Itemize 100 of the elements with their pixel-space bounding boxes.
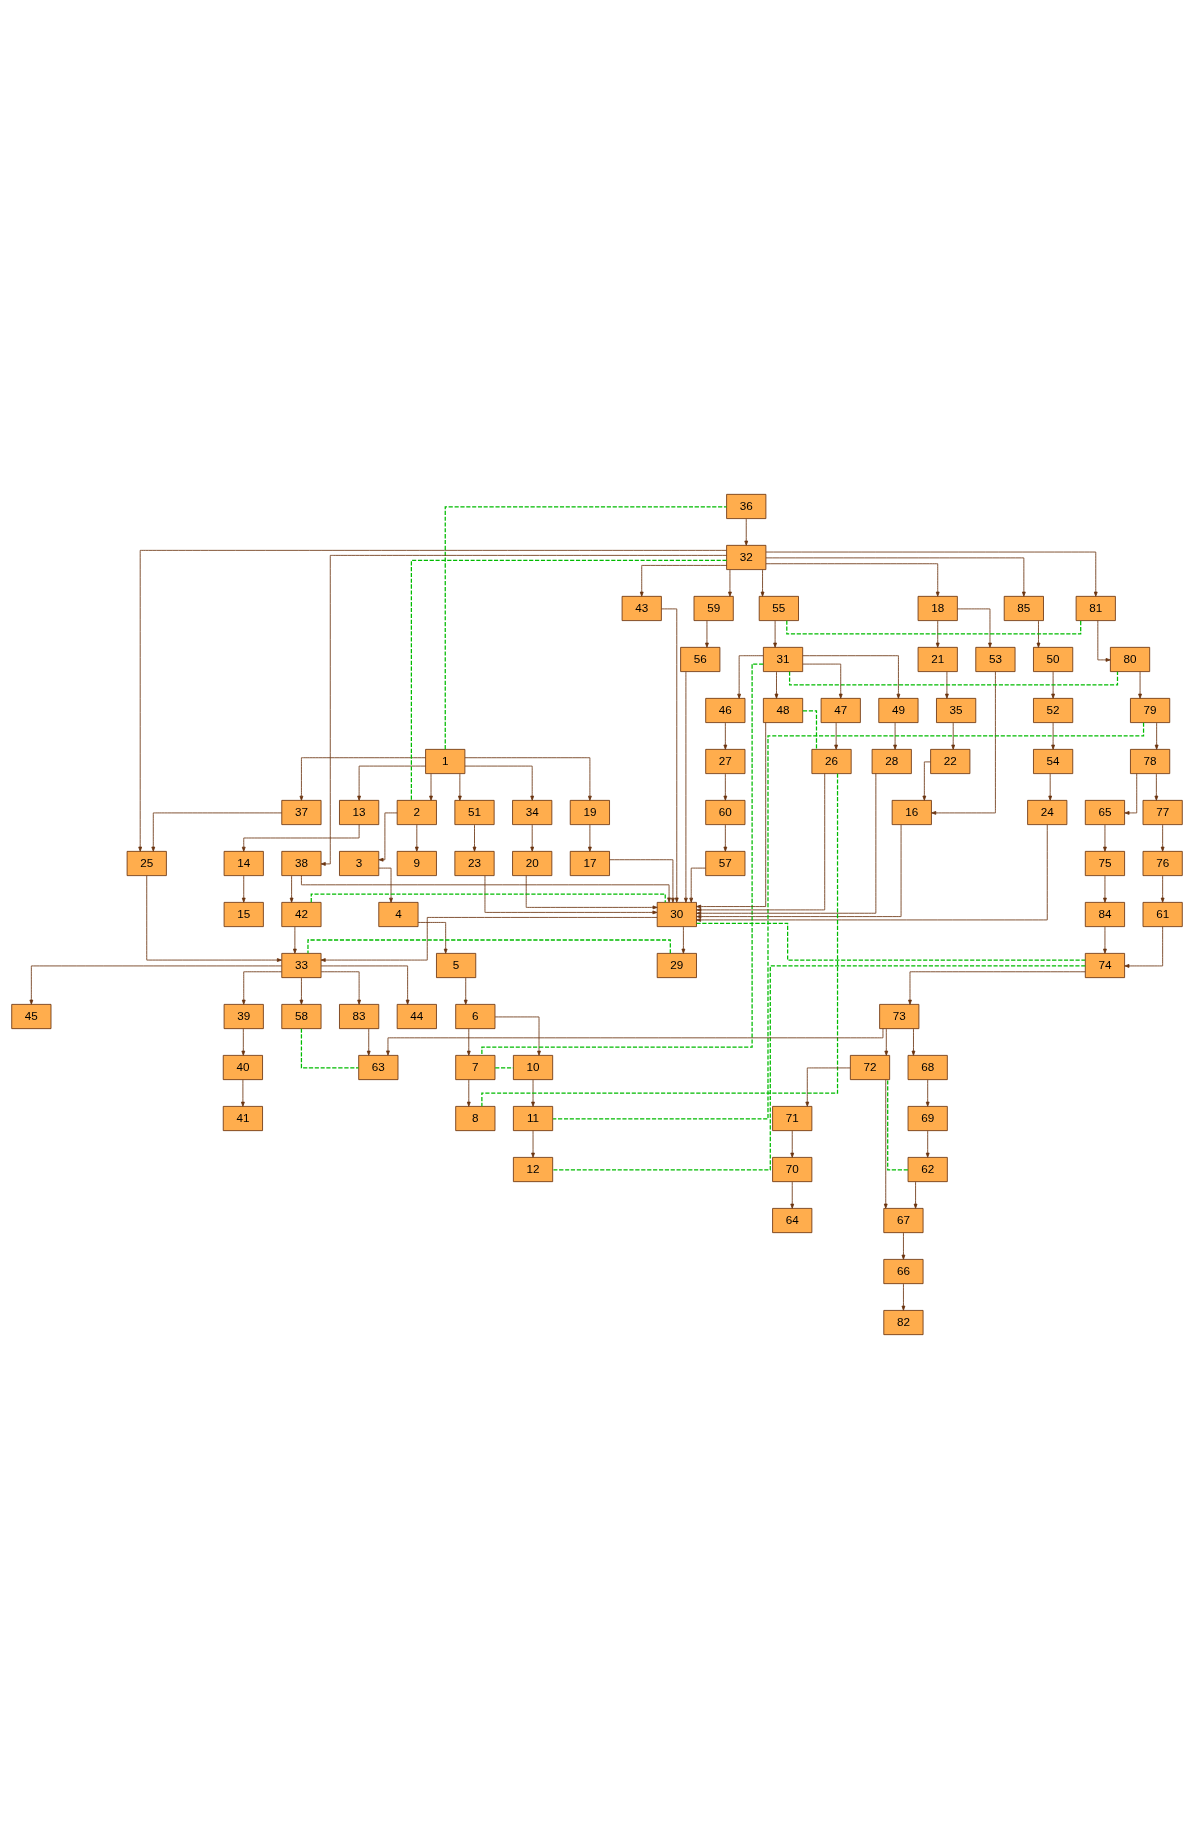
node-box: 60 — [705, 799, 746, 826]
arrow — [773, 620, 777, 648]
arrow — [696, 773, 826, 912]
arrow — [494, 1016, 541, 1056]
arrow — [530, 824, 535, 852]
arrow — [893, 722, 897, 750]
node-box: 5 — [436, 952, 477, 979]
arrow — [464, 765, 535, 801]
arrow — [884, 1028, 889, 1056]
node-box: 11 — [512, 1105, 554, 1132]
arrow — [802, 655, 901, 699]
node-box: 32 — [726, 544, 767, 570]
arrow — [241, 824, 360, 852]
node-box: 50 — [1033, 646, 1074, 672]
arrow — [684, 671, 688, 903]
node-box: 70 — [772, 1157, 813, 1183]
node-box: 24 — [1027, 799, 1068, 826]
connector — [494, 1067, 514, 1069]
node-box: 30 — [656, 901, 697, 928]
node-box: 37 — [281, 799, 322, 826]
arrow — [1048, 773, 1053, 801]
arrow — [728, 569, 732, 597]
arrow — [689, 867, 706, 903]
arrow — [696, 722, 767, 909]
node-box: 66 — [883, 1259, 924, 1285]
arrow — [765, 551, 1098, 597]
arrow — [299, 977, 304, 1005]
arrow — [922, 761, 931, 801]
arrow — [29, 965, 282, 1005]
arrow — [320, 965, 410, 1005]
node-box: 75 — [1084, 850, 1125, 877]
arrow — [429, 773, 433, 801]
node-box: 56 — [680, 646, 721, 672]
node-box: 83 — [339, 1003, 380, 1030]
arrow — [609, 859, 675, 903]
arrow — [945, 671, 949, 699]
arrow — [765, 557, 1026, 597]
arrow — [1036, 620, 1041, 648]
connector — [307, 939, 671, 954]
arrow — [320, 554, 727, 866]
arrow — [241, 1028, 246, 1056]
node-box: 40 — [222, 1054, 263, 1081]
arrow — [414, 824, 419, 852]
connector — [786, 620, 1082, 635]
arrow — [931, 671, 996, 815]
arrow — [957, 608, 992, 648]
arrow — [320, 971, 361, 1005]
connector — [481, 663, 764, 1056]
node-box: 15 — [223, 901, 264, 928]
node-box: 73 — [879, 1003, 920, 1030]
arrow — [293, 926, 297, 954]
arrow — [1154, 722, 1159, 750]
arrow — [901, 1283, 906, 1311]
node-box: 78 — [1130, 748, 1171, 775]
arrow — [1051, 671, 1055, 699]
node-box: 31 — [762, 646, 804, 672]
arrow — [737, 655, 764, 699]
node-box: 22 — [930, 748, 971, 775]
node-box: 54 — [1033, 748, 1074, 775]
arrow — [760, 569, 765, 597]
node-box: 34 — [512, 799, 553, 826]
node-box: 7 — [455, 1054, 496, 1081]
node-box: 1 — [425, 748, 466, 775]
node-box: 69 — [907, 1105, 948, 1132]
arrow — [723, 824, 728, 852]
node-box: 3 — [339, 850, 380, 877]
node-box: 6 — [455, 1003, 496, 1030]
arrow — [1103, 824, 1107, 852]
node-box: 10 — [512, 1054, 554, 1081]
arrow — [935, 620, 940, 648]
node-box: 19 — [569, 799, 610, 826]
node-box: 71 — [772, 1105, 813, 1132]
connector — [310, 893, 666, 903]
node-box: 68 — [907, 1054, 948, 1081]
arrow — [925, 1079, 930, 1107]
arrow — [1124, 926, 1164, 968]
node-box: 26 — [811, 748, 852, 775]
arrow — [299, 757, 426, 801]
arrow — [146, 875, 282, 962]
node-box: 14 — [223, 850, 264, 877]
arrow — [531, 1130, 535, 1158]
arrow — [241, 1079, 245, 1107]
node-box: 4 — [378, 901, 419, 928]
node-box: 81 — [1075, 595, 1116, 621]
node-box: 45 — [11, 1003, 52, 1030]
arrow — [366, 1028, 371, 1056]
node-box: 67 — [883, 1208, 924, 1234]
arrow — [790, 1130, 795, 1158]
node-box: 35 — [936, 697, 977, 724]
arrow — [386, 1028, 884, 1056]
arrow — [1138, 671, 1142, 699]
arrow — [723, 773, 728, 801]
arrow — [696, 773, 877, 916]
arrow — [472, 824, 477, 852]
node-box: 52 — [1033, 697, 1074, 724]
node-box: 17 — [569, 850, 610, 877]
arrow — [241, 971, 282, 1005]
connector — [444, 506, 728, 750]
arrow — [1160, 824, 1165, 852]
node-box: 41 — [222, 1105, 263, 1132]
